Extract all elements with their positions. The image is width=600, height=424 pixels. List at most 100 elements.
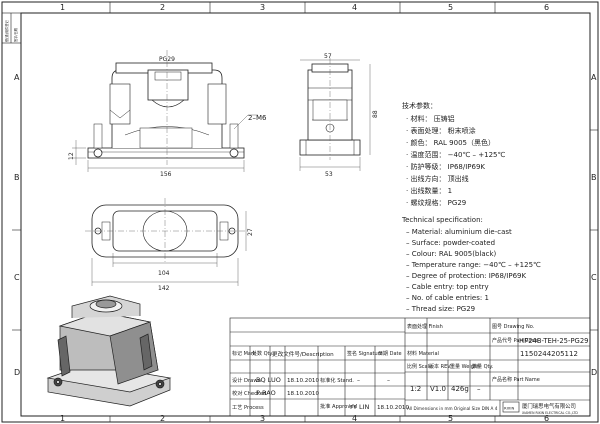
role-process-label: 工艺 Process [232, 404, 264, 411]
col-top-6: 6 [544, 3, 549, 12]
specs-cn: 技术参数： · 材料： 压铸铝 · 表面处理： 粉末喷涂 · 颜色： RAL 9… [402, 101, 505, 207]
scale-value: 1:2 [410, 385, 421, 393]
row-right-d: D [591, 368, 597, 377]
dimensions-note: All Dimensions in mm Original Size DIN A… [407, 406, 498, 411]
specs-cn-line-3: · 颜色： RAL 9005（黑色） [406, 138, 495, 147]
part-name-label: 产品名称 Part Name [492, 376, 540, 383]
col-top-1: 1 [60, 3, 65, 12]
specs-cn-line-5: · 防护等级： IP68/IP69K [406, 162, 485, 171]
dim-side-height: 88 [372, 110, 379, 118]
dim-plan-inner: 104 [158, 270, 170, 277]
col-bot-3: 3 [260, 414, 265, 423]
side-label-strip: 借(通)用件登记 签字/日期 [1, 12, 22, 44]
title-block-text: 标记 Mark 处数 Qty. 更改文件号/Description 签名 Sig… [232, 323, 588, 415]
qty-value: – [477, 385, 481, 393]
row-labels: A B C D A B C D [14, 73, 597, 377]
side-dimensions [299, 59, 371, 171]
column-labels-bottom: 1 2 3 4 5 6 [60, 414, 549, 423]
col-bot-6: 6 [544, 414, 549, 423]
specs-en-line-5: – Degree of protection: IP68/IP69K [406, 272, 526, 280]
dim-width-front: 156 [160, 171, 172, 178]
part-code-label: 产品代号 Part Code [492, 337, 538, 344]
plan-dimensions [91, 211, 247, 286]
specs-en: Technical specification: – Material: alu… [401, 216, 541, 313]
col-top-2: 2 [160, 3, 165, 12]
specs-en-line-7: – No. of cable entries: 1 [406, 294, 489, 302]
specs-cn-line-6: · 出线方向： 顶出线 [406, 174, 469, 183]
zone-ticks [12, 2, 598, 422]
logo-text: RIXIN [504, 406, 514, 411]
dim-hole-label: 2–M6 [248, 114, 267, 122]
col-bot-2: 2 [160, 414, 165, 423]
specs-en-line-8: – Thread size: PG29 [406, 305, 475, 313]
col-bot-5: 5 [448, 414, 453, 423]
specs-cn-line-1: · 材料： 压铸铝 [406, 114, 455, 123]
specs-cn-heading: 技术参数： [402, 101, 437, 110]
part-no-value: 1150244205112 [520, 350, 578, 358]
front-view [87, 62, 245, 159]
role-checked-label: 校对 Checked [232, 389, 266, 397]
role-checked-name: P RAO [256, 389, 276, 397]
qty-label: 数量 Qty. [472, 363, 494, 370]
row-left-d: D [14, 368, 20, 377]
isometric-view [46, 295, 172, 407]
side-label-2: 签字/日期 [13, 28, 18, 42]
row-right-c: C [591, 273, 597, 282]
specs-en-line-6: – Cable entry: top entry [406, 283, 489, 291]
material-label: 材料 Material [407, 350, 439, 357]
col-top-3: 3 [260, 3, 265, 12]
approved-name: YY LIN [348, 403, 370, 411]
hdr-change-doc: 更改文件号/Description [272, 350, 334, 358]
std-label: 标准化 Stand. [320, 376, 354, 384]
hdr-mark: 标记 Mark [232, 350, 256, 357]
dim-plan-outer: 142 [158, 285, 170, 292]
part-code-value: HP24B-TEH-25-PG29 [519, 337, 588, 345]
role-drawn-label: 设计 Drawn [232, 376, 261, 384]
title-block-lines [229, 317, 591, 417]
specs-cn-line-2: · 表面处理： 粉末喷涂 [406, 126, 476, 135]
approved-label: 批准 Approved [320, 402, 357, 410]
company-logo: RIXIN [502, 401, 520, 413]
row-left-a: A [14, 73, 20, 82]
row-right-b: B [591, 173, 597, 182]
column-labels-top: 1 2 3 4 5 6 [60, 3, 549, 12]
std-date-dash: – [387, 377, 390, 384]
role-drawn-date: 18.10.2010 [287, 378, 319, 384]
finish-label: 表面处理 Finish [407, 323, 443, 330]
rev-value: V1.0 [430, 385, 446, 393]
weight-label: 重量 Weight [450, 363, 479, 370]
specs-en-line-3: – Colour: RAL 9005(black) [406, 250, 497, 258]
dim-pg29-top: PG29 [159, 56, 175, 63]
row-left-c: C [14, 273, 20, 282]
company-cn: 厦门瑞思电气有限公司 [522, 402, 576, 410]
col-top-5: 5 [448, 3, 453, 12]
scale-label: 比例 Scale [407, 363, 432, 370]
specs-cn-line-4: · 温度范围： −40℃ – +125℃ [406, 150, 505, 159]
dim-plan-height: 27 [247, 228, 254, 236]
dim-side-bottom: 53 [325, 171, 333, 178]
rev-label: 版本 REV. [429, 363, 452, 370]
specs-en-heading: Technical specification: [401, 216, 483, 224]
hdr-date: 日期 Date [378, 351, 402, 357]
front-dimensions [72, 62, 258, 172]
specs-en-line-4: – Temperature range: −40℃ – +125℃ [406, 261, 541, 269]
row-right-a: A [591, 73, 597, 82]
drawing-no-label: 图号 Drawing No. [492, 324, 535, 330]
dim-height-left: 12 [68, 152, 75, 160]
approved-date: 18.10.2010 [377, 405, 409, 411]
company-en: XIAMEN RIXIN ELECTRICAL CO.,LTD [522, 411, 578, 415]
specs-cn-line-7: · 出线数量： 1 [406, 186, 452, 195]
specs-cn-line-8: · 螺纹规格： PG29 [406, 198, 466, 207]
role-drawn-name: BQ LUO [256, 376, 281, 384]
weight-value: 426g [451, 385, 469, 393]
specs-en-line-2: – Surface: powder-coated [406, 239, 495, 247]
col-bot-4: 4 [352, 414, 357, 423]
side-label-1: 借(通)用件登记 [4, 20, 9, 42]
dim-side-width: 57 [324, 53, 332, 60]
hdr-qty: 处数 Qty. [252, 350, 274, 357]
col-top-4: 4 [352, 3, 357, 12]
hdr-signature: 签名 Signature [347, 350, 383, 357]
col-bot-1: 1 [60, 414, 65, 423]
